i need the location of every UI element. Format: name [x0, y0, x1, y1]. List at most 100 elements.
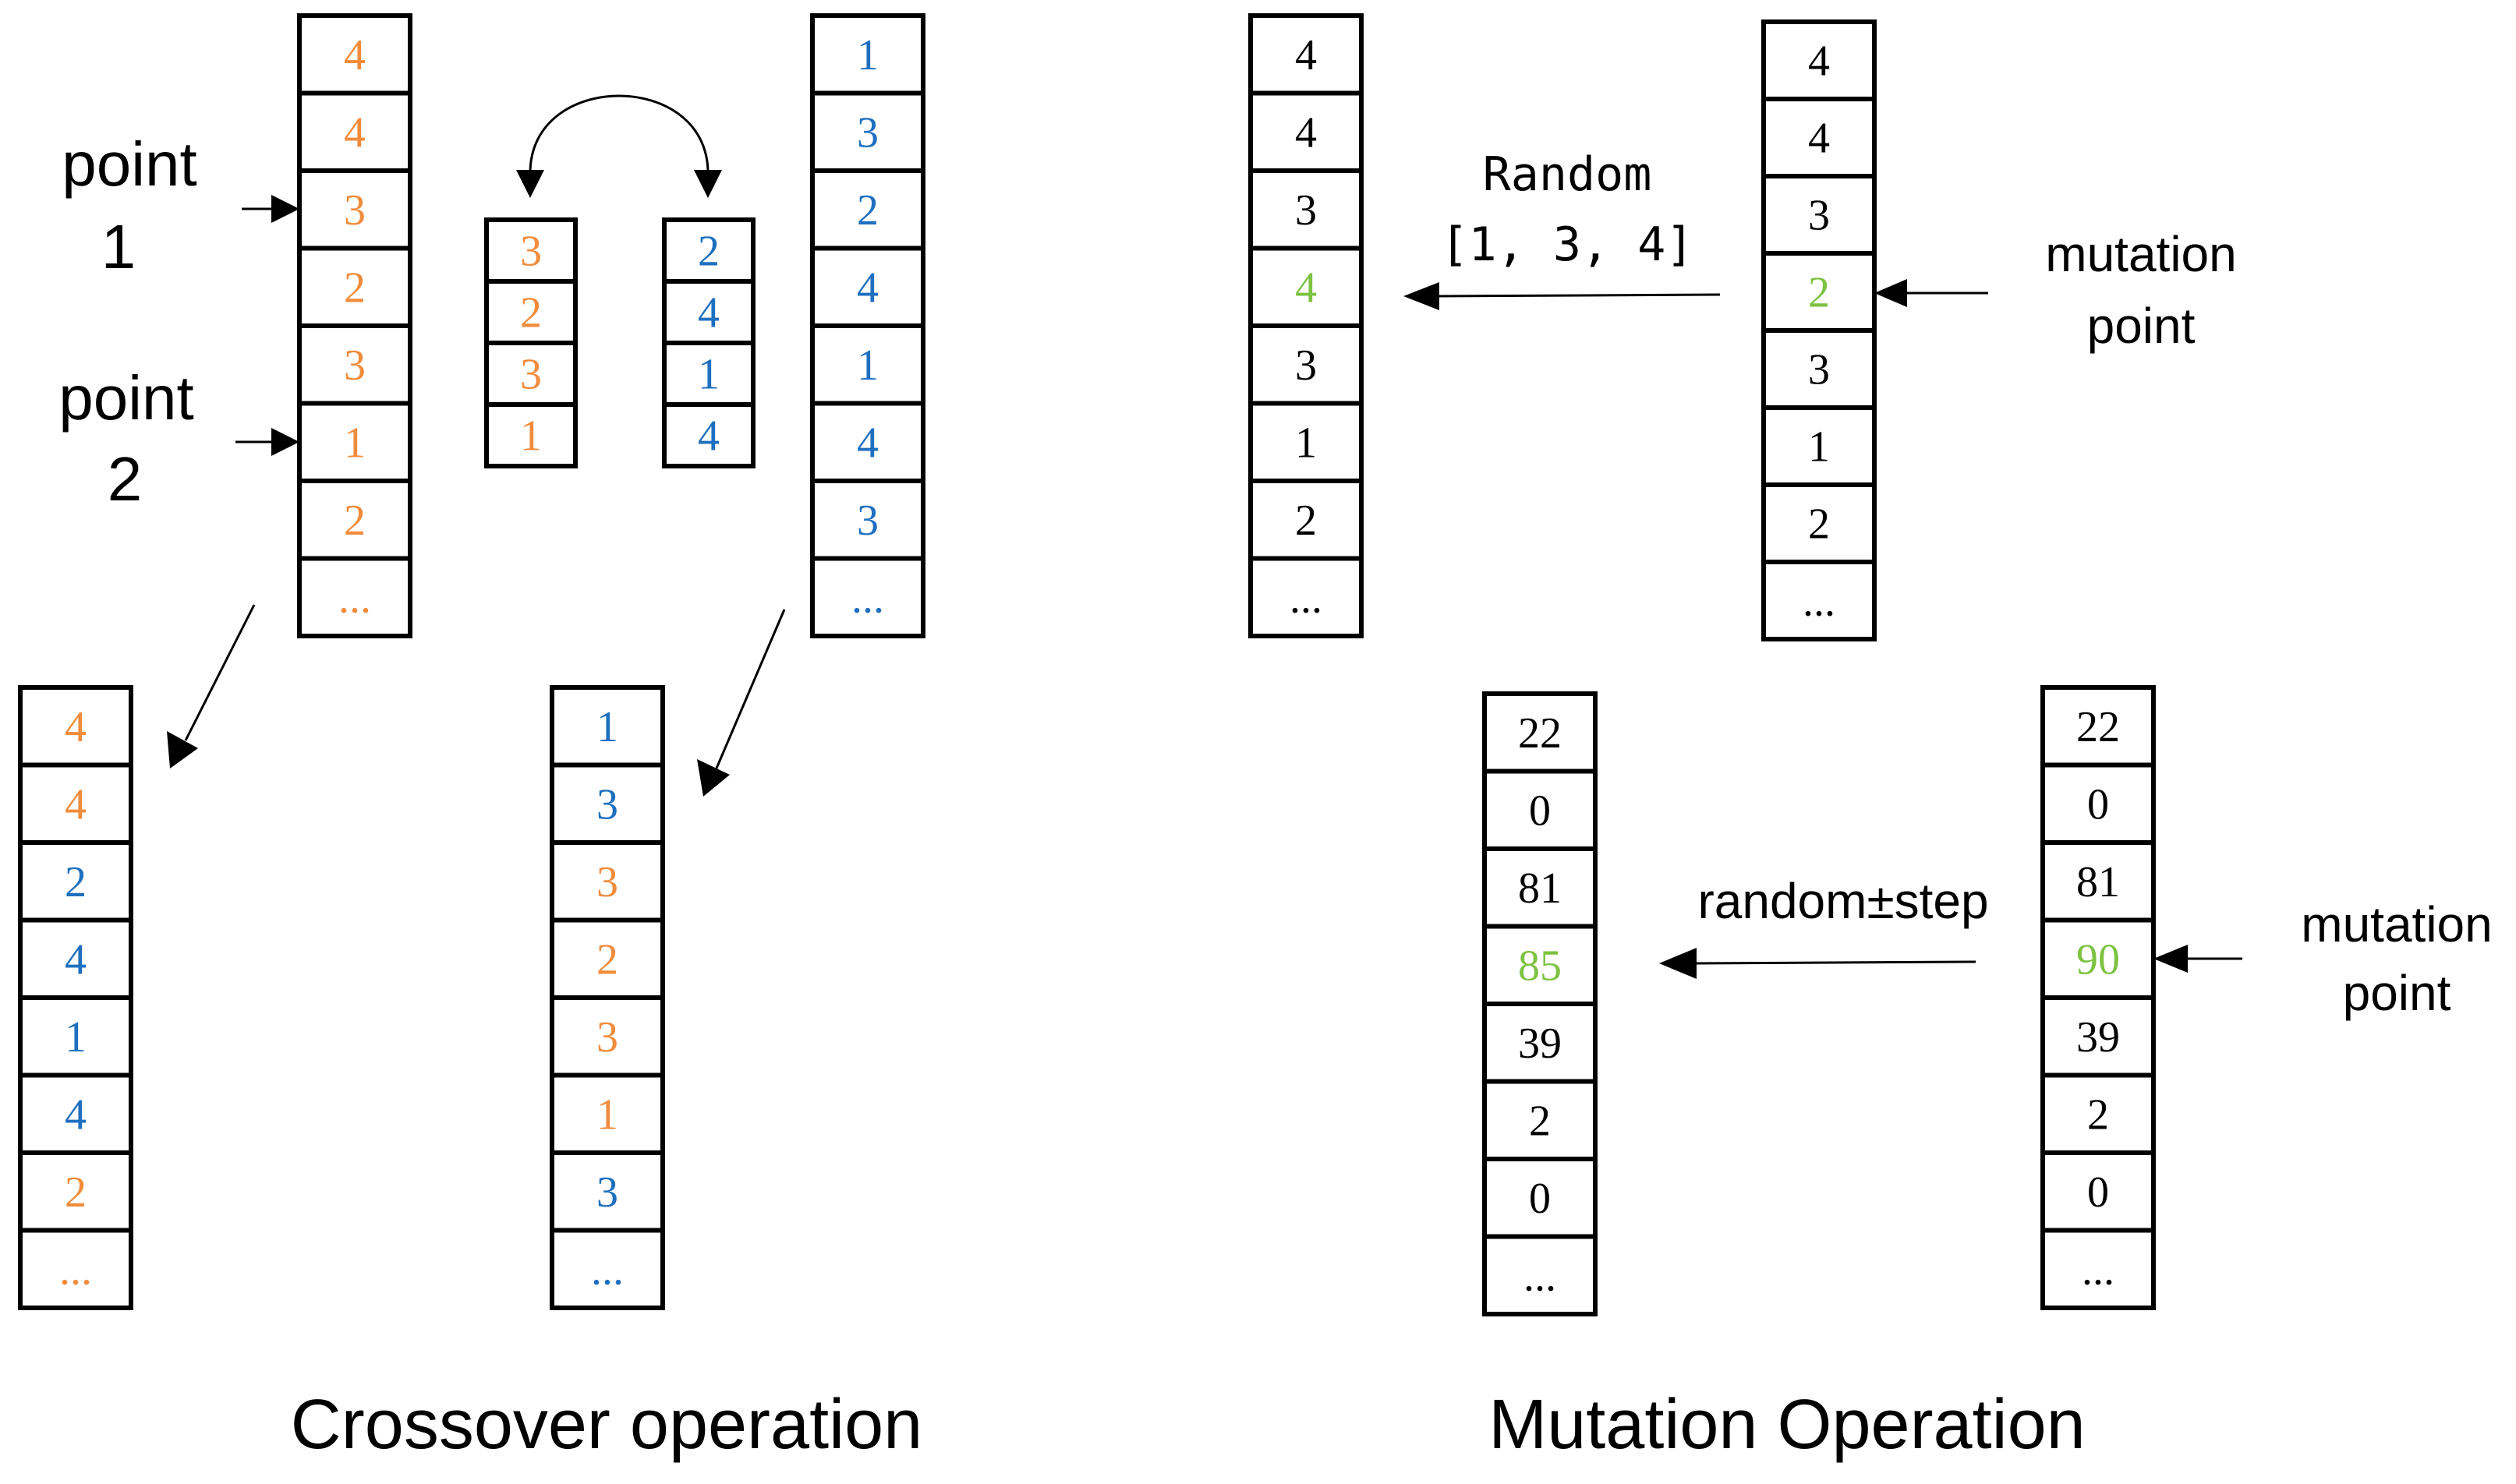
gene-cell-box	[2040, 685, 2156, 768]
gene-value: 4	[1295, 31, 1317, 80]
gene-cell: 3	[297, 323, 412, 406]
swap-arc-arrow	[516, 94, 722, 198]
gene-cell: 3	[484, 217, 578, 284]
gene-cell-box	[1248, 556, 1364, 638]
point-2-number: 2	[108, 444, 143, 514]
gene-cell: 4	[1248, 13, 1364, 96]
gene-cell: ...	[2040, 1228, 2156, 1310]
gene-cell-box	[1482, 1157, 1598, 1239]
gene-value: 3	[1808, 192, 1830, 240]
gene-cell: 4	[1761, 19, 1877, 101]
gene-value: 3	[857, 496, 879, 545]
gene-cell: 0	[2040, 1150, 2156, 1233]
gene-cell: 1	[662, 341, 756, 407]
gene-cell-box	[2040, 1072, 2156, 1155]
arrow-to-child-b	[697, 609, 786, 797]
gene-cell: 3	[550, 762, 665, 845]
gene-cell: 3	[810, 90, 925, 173]
gene-cell: ...	[810, 556, 925, 638]
gene-value: 3	[1295, 186, 1317, 235]
gene-cell-box	[662, 341, 756, 407]
gene-value: ...	[591, 1246, 624, 1294]
gene-cell: 1	[18, 995, 133, 1078]
gene-cell-box	[1761, 328, 1877, 410]
gene-value: 1	[1808, 423, 1830, 472]
gene-cell: 3	[1761, 328, 1877, 410]
child-a-column: 4424142...	[18, 685, 133, 1310]
gene-value: 3	[520, 228, 542, 276]
gene-cell-box	[484, 341, 578, 407]
gene-cell: 3	[297, 168, 412, 251]
gene-value: 1	[1295, 419, 1317, 467]
gene-cell: 3	[484, 341, 578, 407]
gene-value: 4	[65, 703, 87, 751]
gene-cell: 2	[18, 840, 133, 923]
gene-cell: 1	[484, 402, 578, 468]
gene-cell-box	[1482, 1234, 1598, 1316]
gene-cell: 1	[1248, 401, 1364, 483]
point-1-label: point	[62, 129, 196, 199]
gene-cell-box	[2040, 917, 2156, 1000]
gene-cell-box	[2040, 1228, 2156, 1310]
gene-cell-box	[662, 279, 756, 345]
gene-cell: 3	[810, 479, 925, 561]
gene-cell: 81	[2040, 840, 2156, 923]
gene-cell-box	[2040, 1150, 2156, 1233]
gene-cell: 4	[297, 90, 412, 173]
discrete-mutation-point-label-2: point	[2087, 298, 2196, 354]
gene-value: ...	[851, 574, 884, 622]
gene-cell-box	[18, 995, 133, 1078]
gene-cell: 1	[810, 13, 925, 96]
gene-cell-box	[1248, 13, 1364, 96]
gene-value: 39	[1518, 1019, 1562, 1068]
gene-cell: 3	[1761, 174, 1877, 256]
gene-value: ...	[338, 574, 371, 622]
gene-cell: 2	[297, 246, 412, 328]
gene-cell-box	[1248, 168, 1364, 251]
gene-value: 1	[520, 412, 542, 461]
gene-cell: 1	[1761, 405, 1877, 487]
continuous-mutation-point-arrow	[2153, 945, 2242, 973]
gene-cell-box	[1482, 1002, 1598, 1084]
gene-cell-box	[484, 402, 578, 468]
gene-value: 2	[65, 1168, 87, 1217]
gene-cell: 4	[662, 279, 756, 345]
gene-value: 4	[65, 780, 87, 829]
gene-value: 0	[2087, 780, 2109, 829]
gene-cell-box	[1482, 1079, 1598, 1161]
gene-value: 2	[520, 289, 542, 337]
child-b-column: 1332313...	[550, 685, 665, 1310]
gene-value: 2	[1808, 500, 1830, 549]
gene-cell-box	[484, 217, 578, 284]
gene-value: 1	[857, 341, 879, 390]
gene-cell-box	[810, 556, 925, 638]
gene-cell-box	[1482, 924, 1598, 1006]
gene-value: 0	[2087, 1168, 2109, 1217]
gene-cell: 2	[1482, 1079, 1598, 1161]
gene-value: 4	[65, 1090, 87, 1139]
gene-cell: 3	[550, 840, 665, 923]
gene-cell: 0	[1482, 768, 1598, 851]
gene-cell: 2	[662, 217, 756, 284]
continuous-before-column: 22081903920...	[2040, 685, 2156, 1310]
gene-cell-box	[662, 402, 756, 468]
gene-value: 1	[698, 351, 720, 399]
gene-cell: 4	[1248, 90, 1364, 173]
gene-cell: 2	[810, 168, 925, 251]
gene-cell: ...	[550, 1228, 665, 1310]
discrete-mutation-point-label: mutation	[2045, 226, 2236, 282]
gene-value: 4	[857, 419, 879, 467]
gene-value: 85	[1518, 942, 1562, 990]
gene-value: 3	[596, 780, 618, 829]
gene-value: 4	[1808, 37, 1830, 86]
gene-cell: ...	[18, 1228, 133, 1310]
gene-cell-box	[1761, 174, 1877, 256]
gene-cell-box	[18, 1228, 133, 1310]
gene-value: ...	[59, 1246, 92, 1294]
point-1-number: 1	[101, 212, 136, 281]
gene-cell: 1	[297, 401, 412, 483]
parent-b-column: 1324143...	[810, 13, 925, 638]
gene-value: 3	[596, 1013, 618, 1062]
gene-cell: 3	[1248, 168, 1364, 251]
